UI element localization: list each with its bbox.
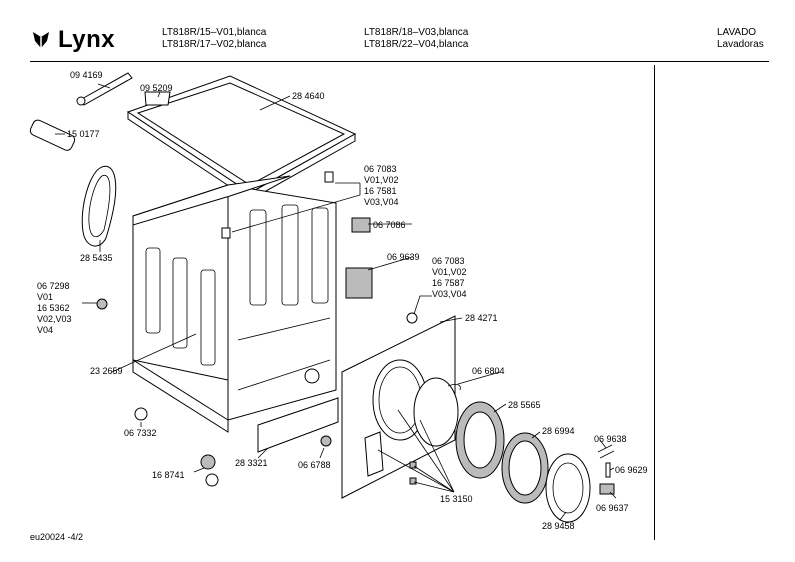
model-line: LT818R/18–V03,blanca xyxy=(364,27,469,38)
part-label: 28 4271 xyxy=(465,313,498,323)
model-line: LT818R/22–V04,blanca xyxy=(364,39,469,50)
part-label: 06 6788 xyxy=(298,460,331,470)
part-label: V01,V02 xyxy=(432,267,467,277)
leader-lines xyxy=(55,83,617,521)
part-label: 15 0177 xyxy=(67,129,100,139)
divider-rule xyxy=(654,65,655,540)
models-col2: LT818R/18–V03,blanca LT818R/22–V04,blanc… xyxy=(364,27,468,51)
part-label: 06 9639 xyxy=(387,252,420,262)
part-label: 06 7298 xyxy=(37,281,70,291)
part-label: V03,V04 xyxy=(364,197,399,207)
part-label: 23 2659 xyxy=(90,366,123,376)
category: LAVADO Lavadoras xyxy=(717,27,764,51)
door-parts xyxy=(413,377,591,523)
brand-name: Lynx xyxy=(58,26,116,53)
header-rule xyxy=(30,61,769,62)
part-label: V04 xyxy=(37,325,54,335)
part-label: V01 xyxy=(37,292,54,302)
plinth xyxy=(257,397,339,453)
category-line: LAVADO xyxy=(717,27,757,38)
category-line: Lavadoras xyxy=(717,39,764,50)
part-label: 28 6994 xyxy=(542,426,575,436)
small-parts xyxy=(29,72,615,495)
part-label: 06 7086 xyxy=(373,220,406,230)
part-label: 06 7083 xyxy=(432,256,465,266)
part-label: 16 7581 xyxy=(364,186,397,196)
cabinet xyxy=(132,175,337,433)
model-line: LT818R/15–V01,blanca xyxy=(162,27,267,38)
part-group-label: 06 7298 V01 16 5362 V02,V03 V04 xyxy=(37,281,72,336)
part-label: 28 3321 xyxy=(235,458,268,468)
part-label: V02,V03 xyxy=(37,314,72,324)
lynx-logo-icon xyxy=(33,32,49,48)
part-label: 28 5435 xyxy=(80,253,113,263)
top-cover xyxy=(126,75,357,201)
part-label: 06 7083 xyxy=(364,164,397,174)
part-label: 16 7587 xyxy=(432,278,465,288)
part-group-label: 06 7083 V01,V02 16 7587 V03,V04 xyxy=(432,256,467,300)
part-label: 06 9638 xyxy=(594,434,627,444)
model-line: LT818R/17–V02,blanca xyxy=(162,39,267,50)
part-label: V01,V02 xyxy=(364,175,399,185)
part-label: 16 8741 xyxy=(152,470,185,480)
models-col1: LT818R/15–V01,blanca LT818R/17–V02,blanc… xyxy=(162,27,266,51)
part-label: 15 3150 xyxy=(440,494,473,504)
part-label: 06 6804 xyxy=(472,366,505,376)
part-label: 06 9637 xyxy=(596,503,629,513)
diagram-reference: eu20024 -4/2 xyxy=(30,532,84,542)
part-label: 09 5209 xyxy=(140,83,173,93)
part-label: 16 5362 xyxy=(37,303,70,313)
part-label: 28 4640 xyxy=(292,91,325,101)
part-label: 06 7332 xyxy=(124,428,157,438)
part-label: 28 5565 xyxy=(508,400,541,410)
part-label: V03,V04 xyxy=(432,289,467,299)
part-label: 28 9458 xyxy=(542,521,575,531)
part-label: 09 4169 xyxy=(70,70,103,80)
part-group-label: 06 7083 V01,V02 16 7581 V03,V04 xyxy=(364,164,399,208)
part-label: 06 9629 xyxy=(615,465,648,475)
brand-logo: Lynx xyxy=(30,26,115,54)
